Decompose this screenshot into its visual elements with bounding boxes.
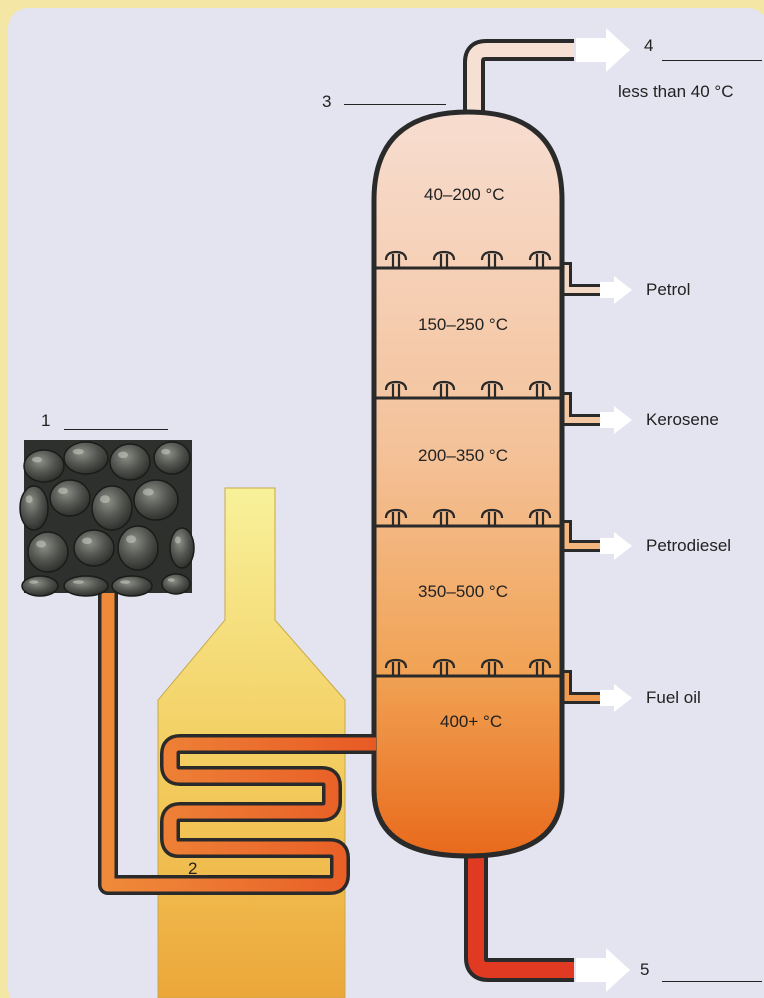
fractionating-column xyxy=(374,112,562,856)
product-petrodiesel: Petrodiesel xyxy=(646,536,731,556)
rock-highlight xyxy=(73,580,84,584)
rock-pebble xyxy=(64,576,108,596)
rock-pebble xyxy=(64,442,108,474)
rock-pebble xyxy=(24,450,64,482)
rock-highlight xyxy=(161,449,170,455)
rock-highlight xyxy=(143,488,154,495)
rock-pebble xyxy=(28,532,68,572)
label-5: 5 xyxy=(640,960,649,980)
rock-highlight xyxy=(58,488,68,494)
product-fuel-oil: Fuel oil xyxy=(646,688,701,708)
rock-pebble xyxy=(154,442,190,474)
product-kerosene: Kerosene xyxy=(646,410,719,430)
answer-line-5[interactable] xyxy=(662,981,762,982)
rock-highlight xyxy=(29,580,38,584)
zone-temp-5: 400+ °C xyxy=(440,712,502,732)
rock-highlight xyxy=(82,538,92,544)
answer-line-4[interactable] xyxy=(662,60,762,61)
answer-line-2[interactable] xyxy=(208,875,312,876)
rock-pebble xyxy=(134,480,178,520)
label-1: 1 xyxy=(41,411,50,431)
rock-pebble xyxy=(170,528,194,568)
rock-pebble xyxy=(110,444,150,480)
crude-oil-sample xyxy=(20,440,194,596)
answer-line-1[interactable] xyxy=(64,429,168,430)
rock-pebble xyxy=(74,530,114,566)
rock-highlight xyxy=(168,578,175,582)
rock-highlight xyxy=(73,449,84,455)
rock-pebble xyxy=(118,526,158,570)
rock-highlight xyxy=(32,457,42,463)
rock-pebble xyxy=(20,486,48,530)
rock-pebble xyxy=(50,480,90,516)
zone-temp-3: 200–350 °C xyxy=(418,446,508,466)
zone-temp-1: 40–200 °C xyxy=(424,185,505,205)
product-petrol: Petrol xyxy=(646,280,690,300)
rock-pebble xyxy=(112,576,152,596)
rock-pebble xyxy=(22,576,58,596)
rock-highlight xyxy=(118,452,128,458)
label-4: 4 xyxy=(644,36,653,56)
rock-highlight xyxy=(100,495,110,503)
zone-temp-4: 350–500 °C xyxy=(418,582,508,602)
top-temperature-label: less than 40 °C xyxy=(618,82,733,102)
rock-pebble xyxy=(92,486,132,530)
rock-pebble xyxy=(162,574,190,594)
label-3: 3 xyxy=(322,92,331,112)
label-2: 2 xyxy=(188,859,197,879)
rock-highlight xyxy=(175,536,181,543)
rock-highlight xyxy=(26,495,33,503)
rock-highlight xyxy=(126,535,136,543)
rock-highlight xyxy=(36,540,46,547)
zone-temp-2: 150–250 °C xyxy=(418,315,508,335)
answer-line-3[interactable] xyxy=(344,104,446,105)
rock-highlight xyxy=(120,580,130,584)
